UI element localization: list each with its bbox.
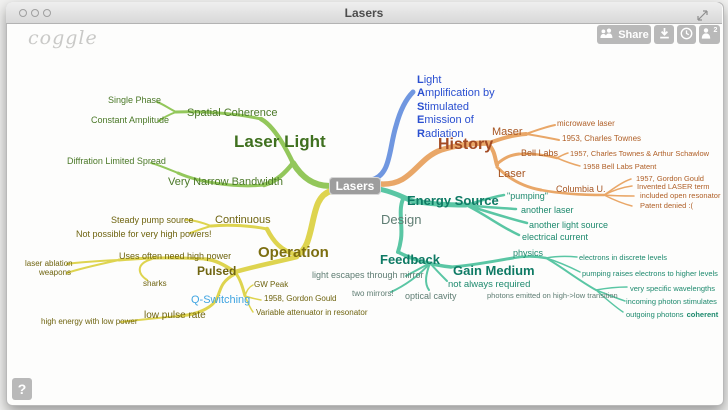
- acronym-line: Emission of: [417, 114, 474, 127]
- acronym-line: Stimulated: [417, 100, 469, 113]
- share-button[interactable]: Share: [597, 25, 651, 44]
- node-very-specific-wavelengths[interactable]: very specific wavelengths: [630, 284, 716, 293]
- node-optical-cavity[interactable]: optical cavity: [405, 291, 457, 301]
- node-laser-light[interactable]: Laser Light: [234, 132, 326, 151]
- window-chrome: [6, 2, 724, 406]
- node-diffration-limited-spread[interactable]: Diffration Limited Spread: [67, 156, 166, 166]
- outgoing-photons-text: outgoing photons: [626, 310, 684, 319]
- node-design[interactable]: Design: [381, 212, 422, 227]
- node-electrons-discrete-levels[interactable]: electrons in discrete levels: [579, 253, 667, 262]
- node-townes-1953[interactable]: 1953, Charles Townes: [562, 134, 642, 143]
- node-bell-patent-1958[interactable]: 1958 Bell Labs Patent: [583, 162, 657, 171]
- node-single-phase[interactable]: Single Phase: [108, 95, 162, 105]
- node-acronym[interactable]: Light Amplification by Stimulated Emissi…: [417, 74, 495, 141]
- node-townes-schawlow-1957[interactable]: 1957, Charles Townes & Arthur Schawlow: [570, 149, 710, 158]
- node-laser[interactable]: Laser: [498, 168, 526, 180]
- node-steady-pump-source[interactable]: Steady pump source: [111, 215, 194, 225]
- node-laser-ablation[interactable]: laser ablation: [25, 259, 73, 268]
- collaborators-count: 2: [713, 27, 718, 34]
- node-spatial-coherence[interactable]: Spatial Coherence: [187, 107, 278, 119]
- node-weapons[interactable]: weapons: [39, 268, 72, 277]
- title-bar: Lasers: [6, 2, 722, 24]
- node-incoming-photon-stimulates[interactable]: incoming photon stimulates: [626, 297, 717, 306]
- node-q-switching[interactable]: Q-Switching: [191, 294, 251, 306]
- node-patent-denied[interactable]: Patent denied :(: [640, 201, 693, 210]
- node-gould-1958[interactable]: 1958, Gordon Gould: [264, 294, 337, 303]
- download-button[interactable]: [654, 25, 674, 44]
- node-gould-1957[interactable]: 1957, Gordon Gould: [636, 174, 704, 183]
- share-label: Share: [618, 28, 649, 41]
- node-electrical-current[interactable]: electrical current: [522, 232, 589, 242]
- node-history[interactable]: History: [438, 136, 494, 153]
- node-very-narrow-bandwidth[interactable]: Very Narrow Bandwidth: [168, 176, 283, 188]
- node-light-escapes-mirror[interactable]: light escapes through mirror: [312, 270, 424, 280]
- node-operation[interactable]: Operation: [258, 244, 329, 261]
- node-pumping-raises-electrons[interactable]: pumping raises electrons to higher level…: [582, 269, 718, 278]
- node-two-mirrors[interactable]: two mirrors!: [352, 289, 394, 298]
- coherent-bold-text: coherent: [686, 310, 719, 319]
- close-button[interactable]: [19, 9, 27, 17]
- node-gain-medium[interactable]: Gain Medium: [453, 263, 535, 278]
- node-sharks[interactable]: sharks: [143, 279, 167, 288]
- acronym-line: Amplification by: [417, 87, 495, 100]
- node-uses-need-high-power[interactable]: Uses often need high power: [119, 251, 232, 261]
- zoom-button[interactable]: [43, 9, 51, 17]
- node-columbia-u[interactable]: Columbia U.: [556, 184, 606, 194]
- node-another-laser[interactable]: another laser: [521, 205, 574, 215]
- node-not-always-required[interactable]: not always required: [448, 279, 531, 290]
- node-pulsed[interactable]: Pulsed: [197, 264, 237, 278]
- acronym-line: Light: [417, 74, 442, 86]
- history-clock-button[interactable]: [677, 25, 696, 44]
- node-center-lasers[interactable]: Lasers: [329, 177, 381, 195]
- minimize-button[interactable]: [31, 9, 39, 17]
- node-not-possible-high-powers[interactable]: Not possible for very high powers!: [76, 229, 212, 239]
- node-constant-amplitude[interactable]: Constant Amplitude: [91, 115, 170, 125]
- node-maser[interactable]: Maser: [492, 126, 523, 138]
- node-invented-laser-term[interactable]: Invented LASER term: [637, 182, 710, 191]
- clock-icon: [680, 27, 693, 43]
- coggle-logo: coggle: [28, 27, 98, 49]
- download-icon: [659, 27, 670, 42]
- node-low-pulse-rate[interactable]: low pulse rate: [144, 310, 206, 321]
- collaborators-button[interactable]: 2: [699, 25, 720, 44]
- node-another-light-source[interactable]: another light source: [529, 220, 609, 230]
- node-energy-source[interactable]: Energy Source: [407, 193, 499, 208]
- node-feedback[interactable]: Feedback: [380, 252, 440, 267]
- node-microwave-laser[interactable]: microwave laser: [557, 119, 615, 128]
- node-pumping[interactable]: "pumping": [507, 191, 548, 201]
- node-bell-labs[interactable]: Bell Labs: [521, 148, 559, 158]
- help-button[interactable]: ?: [12, 378, 32, 400]
- node-continuous[interactable]: Continuous: [215, 214, 271, 226]
- acronym-line: Radiation: [417, 127, 464, 140]
- node-physics[interactable]: physics: [513, 248, 544, 258]
- people-icon: [599, 28, 614, 42]
- fullscreen-icon[interactable]: [697, 8, 708, 26]
- node-open-resonator[interactable]: included open resonator: [640, 191, 721, 200]
- person-icon: [701, 27, 711, 42]
- window-title: Lasers: [344, 6, 384, 20]
- node-gw-peak[interactable]: GW Peak: [254, 280, 289, 289]
- node-variable-attenuator[interactable]: Variable attenuator in resonator: [256, 308, 368, 317]
- node-high-energy-low-power[interactable]: high energy with low power: [41, 317, 138, 326]
- node-photons-emitted-transition[interactable]: photons emitted on high->low transition: [487, 291, 618, 300]
